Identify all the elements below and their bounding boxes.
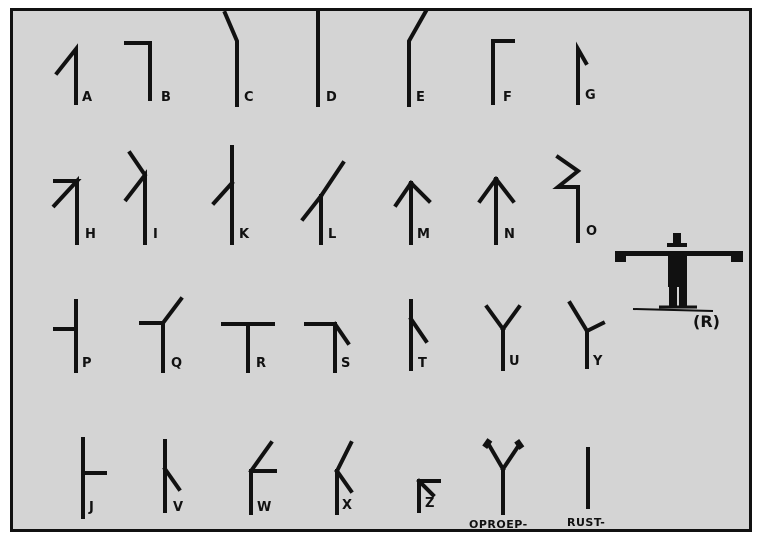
label-d: D xyxy=(326,91,337,104)
label-q: Q xyxy=(171,357,182,370)
label-f: F xyxy=(503,91,512,104)
semaphore-chart: A B C D E F G H I K L M N O P Q R S T U … xyxy=(10,8,752,532)
label-s: S xyxy=(341,357,350,370)
label-b: B xyxy=(161,91,171,104)
label-o: O xyxy=(586,225,597,238)
caption-rest: RUST- xyxy=(567,517,605,528)
label-x: X xyxy=(342,499,352,512)
label-e: E xyxy=(416,91,425,104)
label-m: M xyxy=(417,228,430,241)
label-n: N xyxy=(504,228,515,241)
label-v: V xyxy=(173,501,183,514)
label-r: R xyxy=(256,357,266,370)
label-t: T xyxy=(418,357,427,370)
signal-p xyxy=(55,301,76,371)
signal-call xyxy=(489,445,519,513)
label-l: L xyxy=(328,228,336,241)
caption-call: OPROEP- xyxy=(469,519,528,530)
signal-a xyxy=(57,49,76,103)
label-k: K xyxy=(239,228,249,241)
label-c: C xyxy=(244,91,254,104)
label-j: J xyxy=(89,501,94,514)
label-w: W xyxy=(257,501,271,514)
caption-figure-r: (R) xyxy=(693,314,720,330)
signal-h xyxy=(53,181,77,243)
label-p: P xyxy=(82,357,92,370)
semaphore-diagram xyxy=(13,11,752,532)
label-u: U xyxy=(509,355,520,368)
signal-j xyxy=(83,439,105,517)
signal-l xyxy=(303,163,343,243)
signal-c xyxy=(225,13,237,105)
label-a: A xyxy=(82,91,92,104)
label-h: H xyxy=(85,228,96,241)
signal-k xyxy=(214,147,232,243)
label-z: Z xyxy=(425,497,434,510)
label-y: Y xyxy=(593,355,602,368)
label-g: G xyxy=(585,89,596,102)
signal-b xyxy=(126,43,150,99)
signal-o xyxy=(558,157,578,241)
label-i: I xyxy=(153,228,158,241)
human-figure xyxy=(615,233,743,311)
signal-i xyxy=(125,153,145,243)
